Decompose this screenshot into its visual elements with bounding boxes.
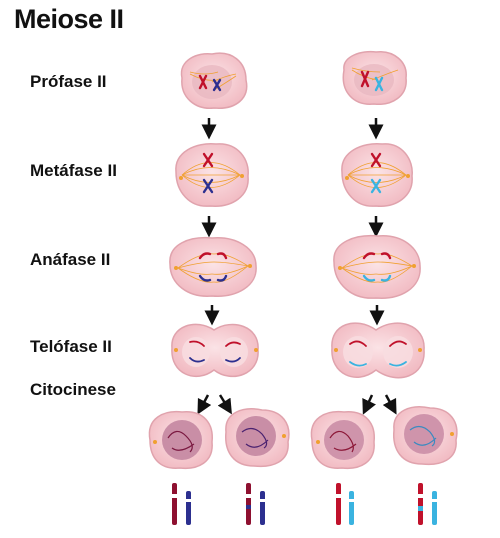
page-title: Meiose II [14,4,124,34]
arrow-cyto-4 [382,394,397,415]
phase-label-prophase: Prófase II [30,72,107,91]
daughter-cell-3 [310,410,375,470]
phase-label-metaphase: Metáfase II [30,161,117,180]
anaphase-cell-left [169,236,257,297]
phase-label-anaphase: Anáfase II [30,250,111,269]
metaphase-cell-left [175,143,249,207]
daughter-cell-1 [148,410,213,470]
anaphase-cell-right [333,234,421,299]
chromosome-set-3 [336,483,354,525]
chromosome-set-1 [172,483,191,525]
arrow-cyto-3 [362,394,376,415]
metaphase-cell-right [341,143,413,207]
prophase-cell-left [180,52,248,109]
daughter-cell-4 [393,406,458,466]
phase-label-telophase: Telófase II [30,337,112,356]
prophase-cell-right [342,50,407,105]
arrow-cyto-1 [197,394,212,415]
arrow-cyto-2 [217,394,232,415]
chromosome-set-4 [418,483,437,525]
centrosomes [153,174,454,444]
phase-label-cytokinesis: Citocinese [30,380,116,399]
telophase-cell-right [331,322,425,379]
daughter-cell-2 [225,408,290,468]
telophase-cell-left [171,323,259,378]
chromosome-set-2 [246,483,265,525]
